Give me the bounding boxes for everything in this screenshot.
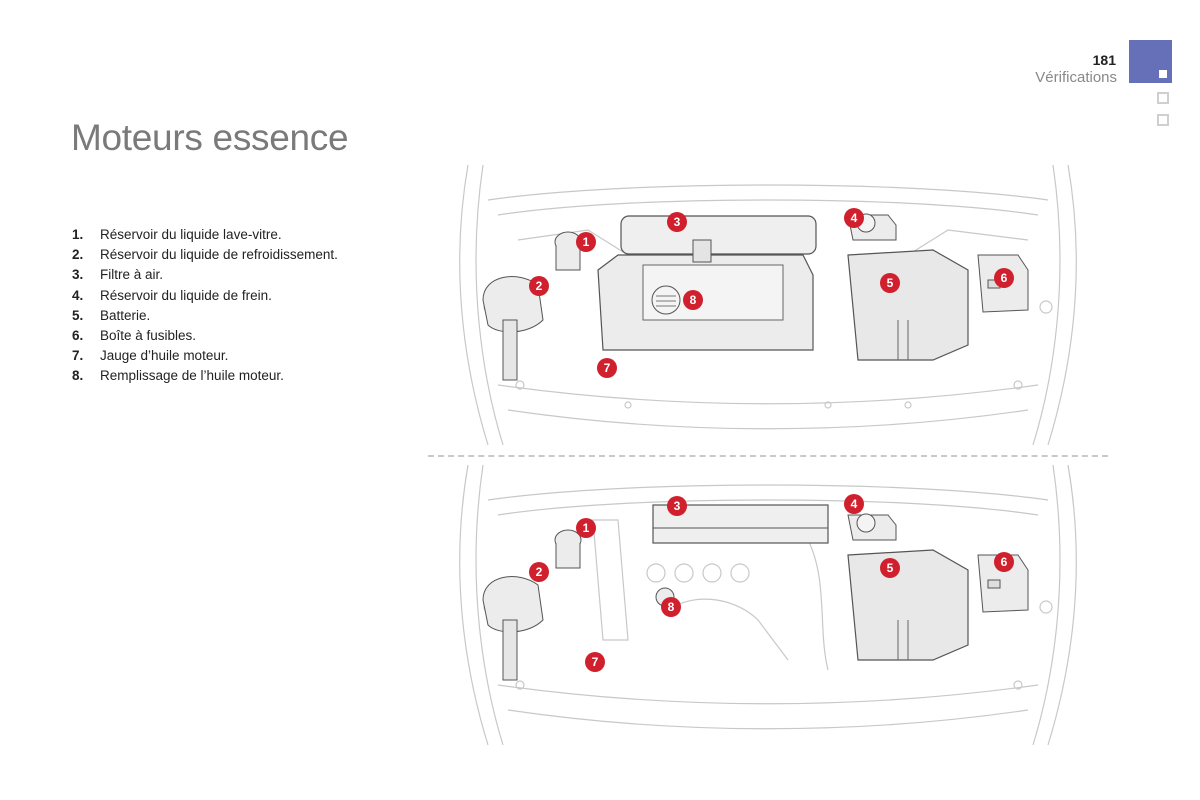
legend-number: 2.: [72, 247, 84, 263]
coolant-hose: [502, 319, 518, 381]
legend-item: 6. Boîte à fusibles.: [72, 326, 338, 346]
marker-label: 4: [851, 211, 858, 225]
legend-item: 7. Jauge d’huile moteur.: [72, 346, 338, 366]
marker-2[interactable]: 2: [529, 276, 549, 296]
marker-4[interactable]: 4: [844, 208, 864, 228]
legend-number: 3.: [72, 267, 84, 283]
legend-label: Remplissage de l’huile moteur.: [100, 368, 284, 384]
marker-label: 1: [583, 521, 590, 535]
legend-label: Batterie.: [100, 307, 151, 323]
legend-item: 1. Réservoir du liquide lave-vitre.: [72, 225, 338, 245]
oil-cap-ridges: [656, 295, 676, 307]
legend-number: 1.: [72, 227, 84, 242]
legend-number: 6.: [72, 327, 84, 343]
coolant-reservoir: [482, 576, 544, 633]
chapter-tab-indicator: [1159, 70, 1167, 78]
legend-number: 5.: [72, 307, 84, 323]
marker-5[interactable]: 5: [880, 558, 900, 578]
marker-label: 8: [668, 600, 675, 614]
marker-label: 2: [536, 565, 543, 579]
marker-2[interactable]: 2: [529, 562, 549, 582]
washer-neck: [555, 543, 581, 569]
marker-label: 4: [851, 497, 858, 511]
page-number: 181: [1092, 52, 1116, 68]
chapter-tab-empty: [1157, 114, 1169, 126]
legend-item: 2. Réservoir du liquide de refroidissemen…: [72, 245, 338, 265]
coolant-reservoir: [482, 276, 544, 333]
marker-label: 3: [674, 499, 681, 513]
marker-label: 5: [887, 276, 894, 290]
legend-item: 4. Réservoir du liquide de frein.: [72, 286, 338, 306]
marker-1[interactable]: 1: [576, 232, 596, 252]
engine-bay-outline: [459, 164, 1077, 446]
battery: [847, 549, 969, 661]
chapter-tab-empty: [1157, 92, 1169, 104]
marker-6[interactable]: 6: [994, 268, 1014, 288]
legend-number: 4.: [72, 287, 84, 303]
marker-label: 6: [1001, 271, 1008, 285]
marker-label: 7: [592, 655, 599, 669]
marker-1[interactable]: 1: [576, 518, 596, 538]
legend-item: 5. Batterie.: [72, 306, 338, 326]
battery-cables: [897, 320, 909, 360]
legend-number: 8.: [72, 368, 84, 384]
marker-7[interactable]: 7: [585, 652, 605, 672]
marker-label: 7: [604, 361, 611, 375]
legend-label: Jauge d’huile moteur.: [100, 348, 229, 364]
air-filter-box: [620, 215, 817, 255]
marker-label: 6: [1001, 555, 1008, 569]
engine-diagram-top: 1 2 3 4 5 6 7 8: [459, 164, 1077, 446]
marker-3[interactable]: 3: [667, 212, 687, 232]
fuse-box: [977, 554, 1029, 613]
section-name: Vérifications: [1035, 69, 1117, 86]
marker-label: 8: [690, 293, 697, 307]
marker-label: 1: [583, 235, 590, 249]
marker-3[interactable]: 3: [667, 496, 687, 516]
marker-4[interactable]: 4: [844, 494, 864, 514]
legend-item: 3. Filtre à air.: [72, 265, 338, 285]
legend-label: Réservoir du liquide de refroidissement.: [100, 247, 338, 263]
legend-list: 1. Réservoir du liquide lave-vitre. 2. Rés…: [72, 225, 338, 387]
legend-number: 7.: [72, 348, 84, 364]
marker-label: 2: [536, 279, 543, 293]
oil-filler-cap: [651, 285, 681, 315]
battery-cables: [897, 620, 909, 660]
battery: [847, 249, 969, 361]
marker-label: 3: [674, 215, 681, 229]
engine-bay-outline: [459, 464, 1077, 746]
chapter-tab-active: [1129, 40, 1172, 83]
legend-label: Filtre à air.: [100, 267, 164, 283]
page-title: Moteurs essence: [71, 117, 349, 158]
marker-6[interactable]: 6: [994, 552, 1014, 572]
washer-neck: [555, 245, 581, 271]
marker-5[interactable]: 5: [880, 273, 900, 293]
brake-cap: [856, 513, 876, 533]
legend-label: Boîte à fusibles.: [100, 327, 197, 343]
marker-label: 5: [887, 561, 894, 575]
markers: 1 2 3 4 5 6 7 8: [529, 494, 1014, 672]
fuse-clip: [987, 579, 1001, 589]
marker-8[interactable]: 8: [661, 597, 681, 617]
cover-mount: [692, 239, 712, 263]
markers: 1 2 3 4 5 6 7 8: [529, 208, 1014, 378]
diagram-divider: [428, 455, 1108, 457]
marker-7[interactable]: 7: [597, 358, 617, 378]
legend-item: 8. Remplissage de l’huile moteur.: [72, 366, 338, 386]
legend-label: Réservoir du liquide lave-vitre.: [100, 227, 282, 242]
engine-diagram-bottom: 1 2 3 4 5 6 7 8: [459, 464, 1077, 746]
legend-label: Réservoir du liquide de frein.: [100, 287, 272, 303]
coolant-hose: [502, 619, 518, 681]
marker-8[interactable]: 8: [683, 290, 703, 310]
